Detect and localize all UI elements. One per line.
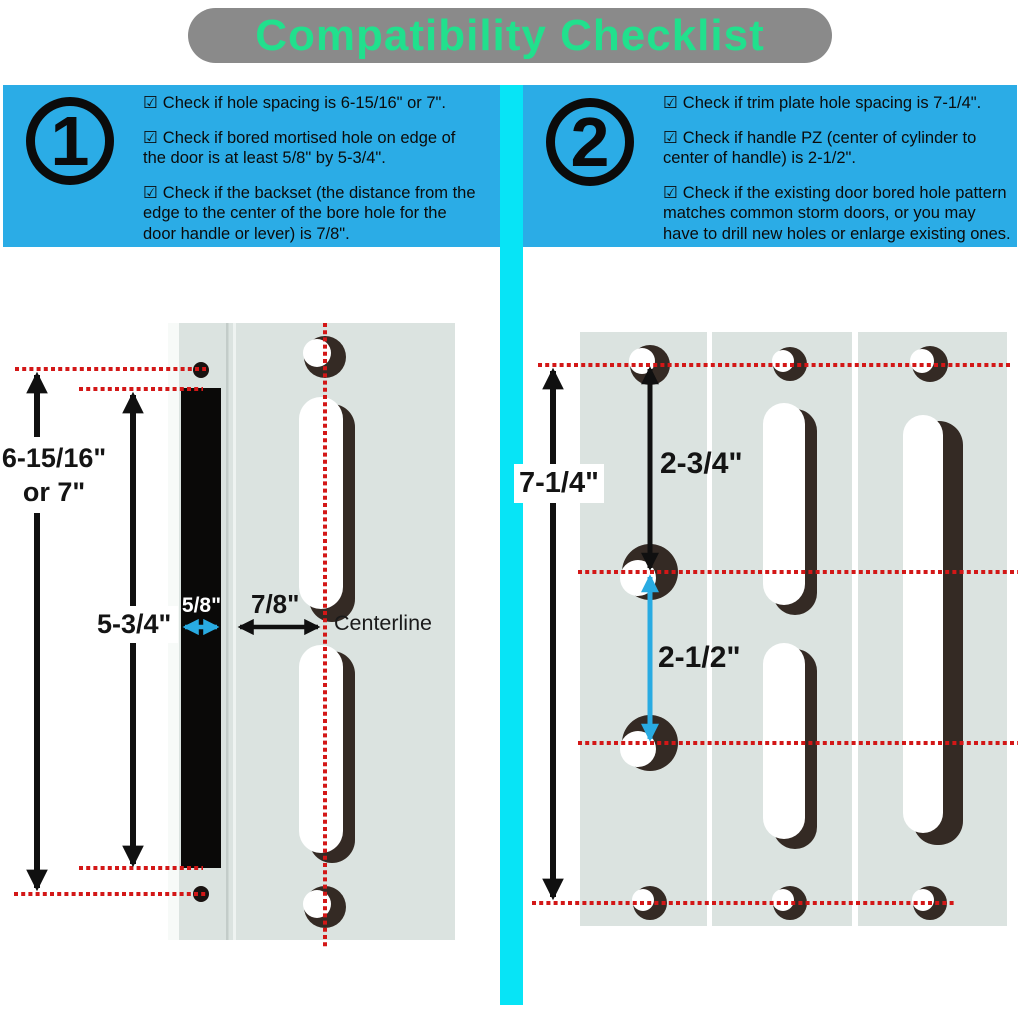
step2-number-badge: 2 xyxy=(546,98,634,186)
slot-lower xyxy=(299,645,343,853)
check-item-text: Check if handle PZ (center of cylinder t… xyxy=(663,128,977,168)
label-mortise-width: 5/8" xyxy=(181,594,222,617)
step2-number: 2 xyxy=(570,103,610,181)
check-item: ☑Check if trim plate hole spacing is 7-1… xyxy=(663,93,1015,114)
hole-highlight xyxy=(632,889,654,911)
label-hole-spacing: 6-15/16" or 7" xyxy=(0,437,108,513)
checkbox-icon: ☑ xyxy=(663,128,678,147)
label-backset: 7/8" xyxy=(251,589,300,619)
divider-stripe xyxy=(500,85,523,1005)
hole-highlight xyxy=(912,889,934,911)
check-item-text: Check if trim plate hole spacing is 7-1/… xyxy=(682,94,982,112)
step1-checklist: ☑Check if hole spacing is 6-15/16" or 7"… xyxy=(143,93,479,258)
check-item: ☑Check if handle PZ (center of cylinder … xyxy=(663,128,1015,169)
page-title: Compatibility Checklist xyxy=(255,10,765,60)
door-edge-crease-light xyxy=(233,323,236,940)
check-item: ☑Check if bored mortised hole on edge of… xyxy=(143,128,479,169)
hole-highlight xyxy=(772,350,794,372)
checkbox-icon: ☑ xyxy=(143,94,158,112)
label-hole-spacing-line2: or 7" xyxy=(22,477,86,507)
check-item-text: Check if hole spacing is 6-15/16" or 7". xyxy=(162,94,446,112)
label-plate-hole-spacing: 7-1/4" xyxy=(514,464,604,503)
label-mortise-height: 5-3/4" xyxy=(90,606,179,643)
label-centerline: Centerline xyxy=(334,611,432,635)
plate-b-slot-lower xyxy=(763,643,805,839)
step2-checklist: ☑Check if trim plate hole spacing is 7-1… xyxy=(663,93,1015,258)
checkbox-icon: ☑ xyxy=(663,183,678,202)
step1-number: 1 xyxy=(50,102,90,180)
header-bar: Compatibility Checklist xyxy=(188,8,832,63)
checkbox-icon: ☑ xyxy=(663,94,678,112)
check-item-text: Check if the backset (the distance from … xyxy=(143,183,476,243)
screw-hole-bottom xyxy=(193,886,209,902)
label-hole-spacing-line1: 6-15/16" xyxy=(1,443,107,473)
check-item: ☑Check if hole spacing is 6-15/16" or 7"… xyxy=(143,93,479,114)
step1-number-badge: 1 xyxy=(26,97,114,185)
plate-hole-bottom-highlight xyxy=(303,890,331,918)
screw-hole-top xyxy=(193,362,209,378)
guide-lines-left xyxy=(14,323,327,947)
plate-b-slot-upper xyxy=(763,403,805,605)
trim-plate-a xyxy=(580,332,707,926)
check-item-text: Check if bored mortised hole on edge of … xyxy=(143,128,456,168)
hole-highlight xyxy=(772,889,794,911)
label-handle-pz: 2-1/2" xyxy=(658,641,741,674)
check-item: ☑Check if the existing door bored hole p… xyxy=(663,183,1015,245)
trim-plates-diagram xyxy=(532,332,1018,926)
label-top-to-cylinder: 2-3/4" xyxy=(660,447,743,480)
check-item-text: Check if the existing door bored hole pa… xyxy=(663,183,1011,243)
check-item: ☑Check if the backset (the distance from… xyxy=(143,183,479,245)
checkbox-icon: ☑ xyxy=(143,183,158,202)
door-edge-crease-dark xyxy=(226,323,229,940)
plate-c-slot xyxy=(903,415,943,833)
slot-upper xyxy=(299,397,343,609)
guide-lines-right xyxy=(532,363,1018,905)
hole-highlight xyxy=(910,349,934,373)
checkbox-icon: ☑ xyxy=(143,128,158,147)
